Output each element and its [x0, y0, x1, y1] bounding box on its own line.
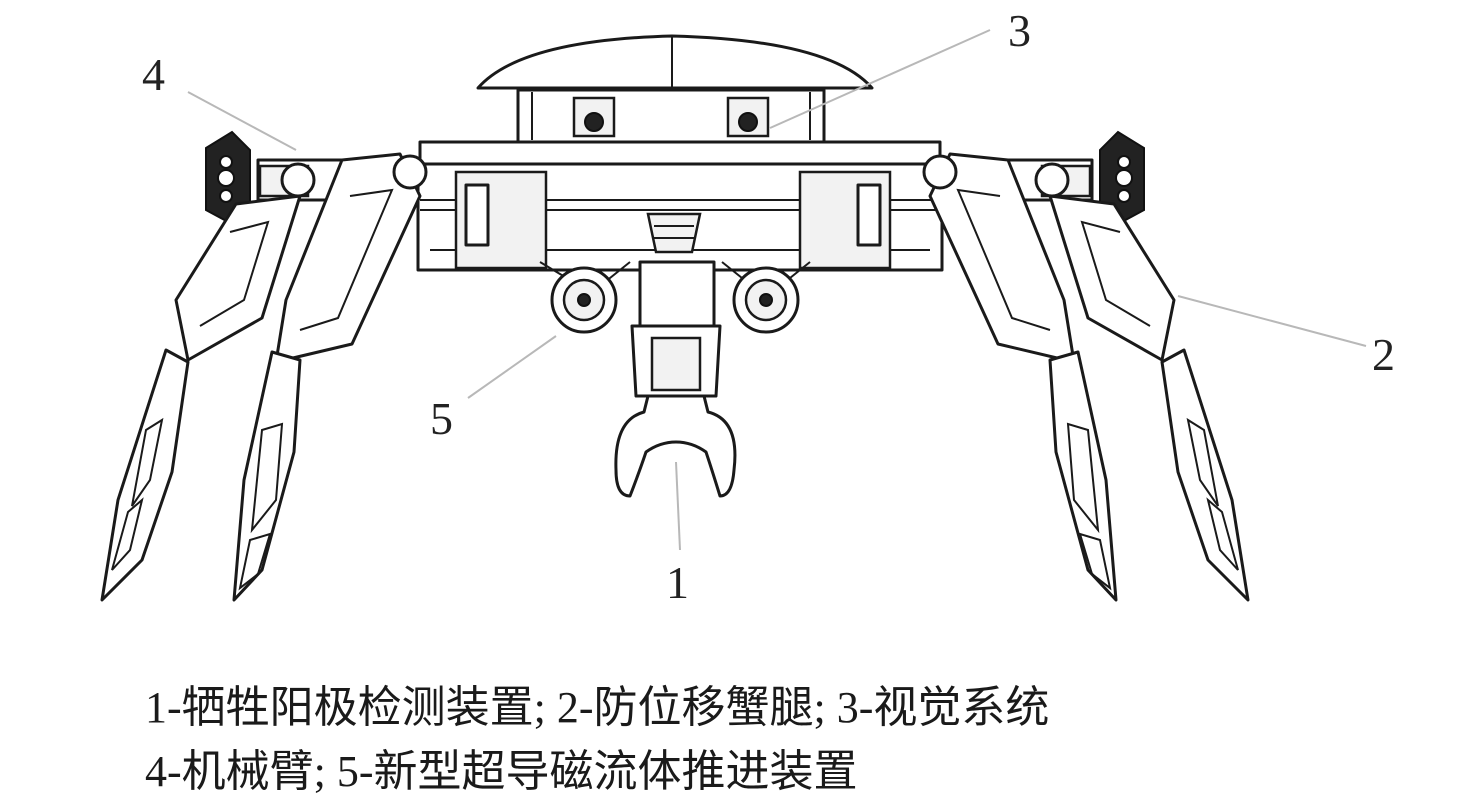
callout-5: 5 — [430, 393, 453, 444]
leader-line-4 — [187, 91, 297, 151]
leader-line-5 — [467, 335, 557, 399]
robot-diagram: 1 2 3 4 5 — [100, 5, 1395, 608]
caption-line-1: 1-牺牲阳极检测装置; 2-防位移蟹腿; 3-视觉系统 — [145, 683, 1050, 732]
callout-3: 3 — [1008, 5, 1031, 56]
leader-line-1 — [675, 461, 681, 551]
callout-4: 4 — [142, 49, 165, 100]
crab-legs-left — [100, 152, 428, 602]
figure-caption: 1-牺牲阳极检测装置; 2-防位移蟹腿; 3-视觉系统 4-机械臂; 5-新型超… — [145, 676, 1345, 804]
leader-line-2 — [1177, 295, 1367, 347]
leader-line-3 — [769, 29, 991, 129]
anode-detection-device — [614, 260, 737, 498]
mechanical-arm-right — [960, 130, 1145, 226]
mhd-thrusters — [539, 261, 811, 334]
callout-2: 2 — [1372, 329, 1395, 380]
vision-system — [476, 34, 874, 144]
caption-line-2: 4-机械臂; 5-新型超导磁流体推进装置 — [145, 747, 858, 796]
callout-1: 1 — [666, 557, 689, 608]
body-frame — [416, 140, 944, 272]
camera-left — [572, 96, 616, 138]
camera-right — [726, 96, 770, 138]
crab-legs-right — [922, 152, 1250, 602]
